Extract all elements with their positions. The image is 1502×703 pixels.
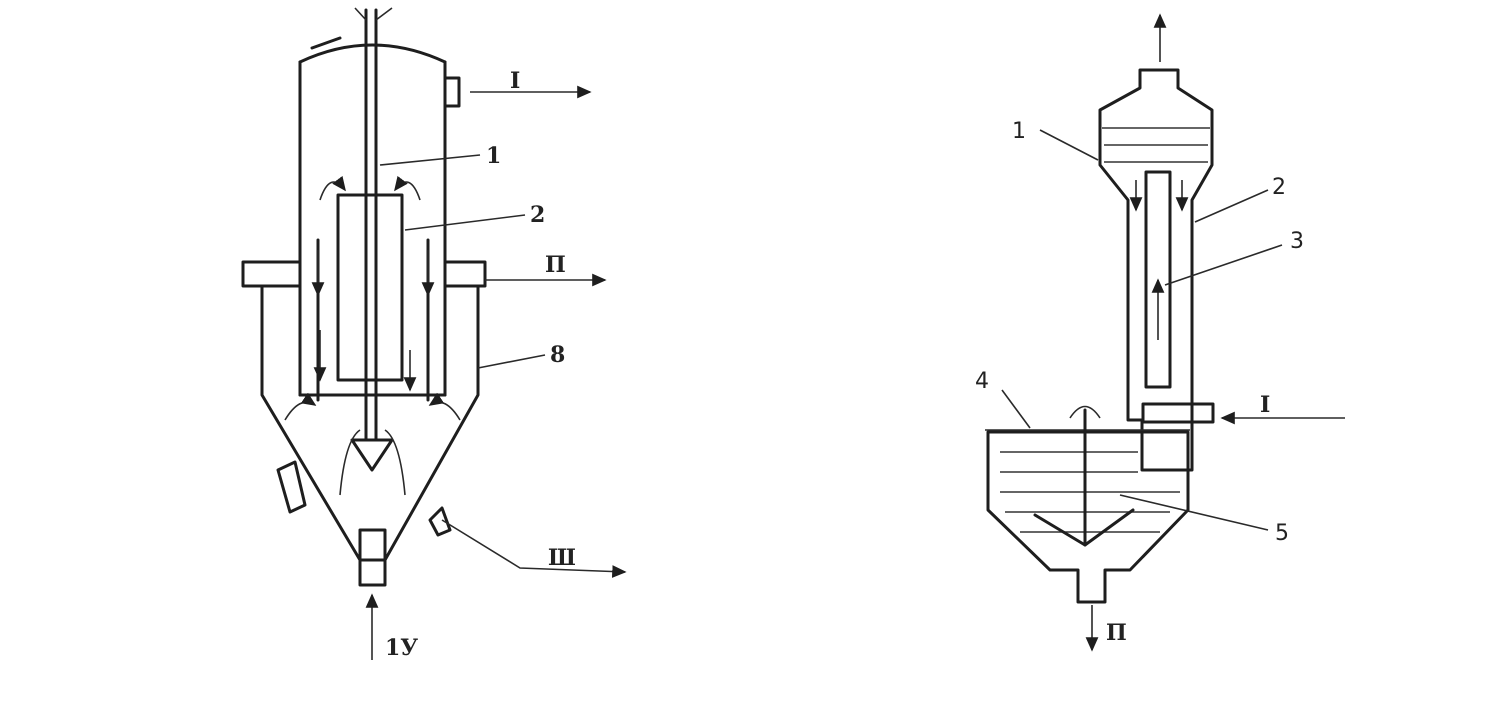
left-label-stream-3: Ш — [548, 545, 576, 571]
right-label-part-3: 3 — [1290, 229, 1304, 254]
right-inlet-nozzle — [1141, 402, 1215, 424]
right-stirrer-blades — [1033, 508, 1135, 547]
right-label-stream-1: I — [1260, 392, 1270, 418]
left-label-part-1: 1 — [486, 143, 501, 169]
left-bottom-nozzle — [358, 528, 387, 587]
right-label-part-5: 5 — [1275, 521, 1289, 546]
left-apparatus: I П Ш 1У 1 2 8 — [241, 7, 627, 661]
left-draft-tube — [336, 193, 404, 382]
left-stream-3-arrow — [441, 519, 627, 578]
left-label-part-2: 2 — [530, 202, 545, 228]
right-crystallizer-body — [1098, 68, 1214, 472]
right-inner-tube — [1144, 170, 1172, 389]
left-outlet-nozzle-1 — [443, 76, 461, 108]
left-flange-right — [443, 260, 487, 288]
left-label-stream-4: 1У — [385, 635, 418, 661]
left-flange-left — [241, 260, 302, 288]
right-label-stream-2: П — [1106, 620, 1127, 646]
left-top-lid — [298, 43, 447, 64]
right-lower-tank — [986, 430, 1190, 604]
left-label-part-3: 8 — [550, 342, 565, 368]
right-label-part-1: 1 — [1012, 119, 1026, 144]
left-label-stream-1: I — [510, 68, 520, 94]
right-label-part-4: 4 — [975, 369, 989, 394]
left-label-stream-2: П — [545, 252, 566, 278]
left-impeller — [350, 438, 394, 472]
right-apparatus: 1 2 3 4 5 I П — [975, 13, 1345, 652]
right-label-part-2: 2 — [1272, 175, 1286, 200]
left-outer-vessel — [260, 284, 480, 562]
